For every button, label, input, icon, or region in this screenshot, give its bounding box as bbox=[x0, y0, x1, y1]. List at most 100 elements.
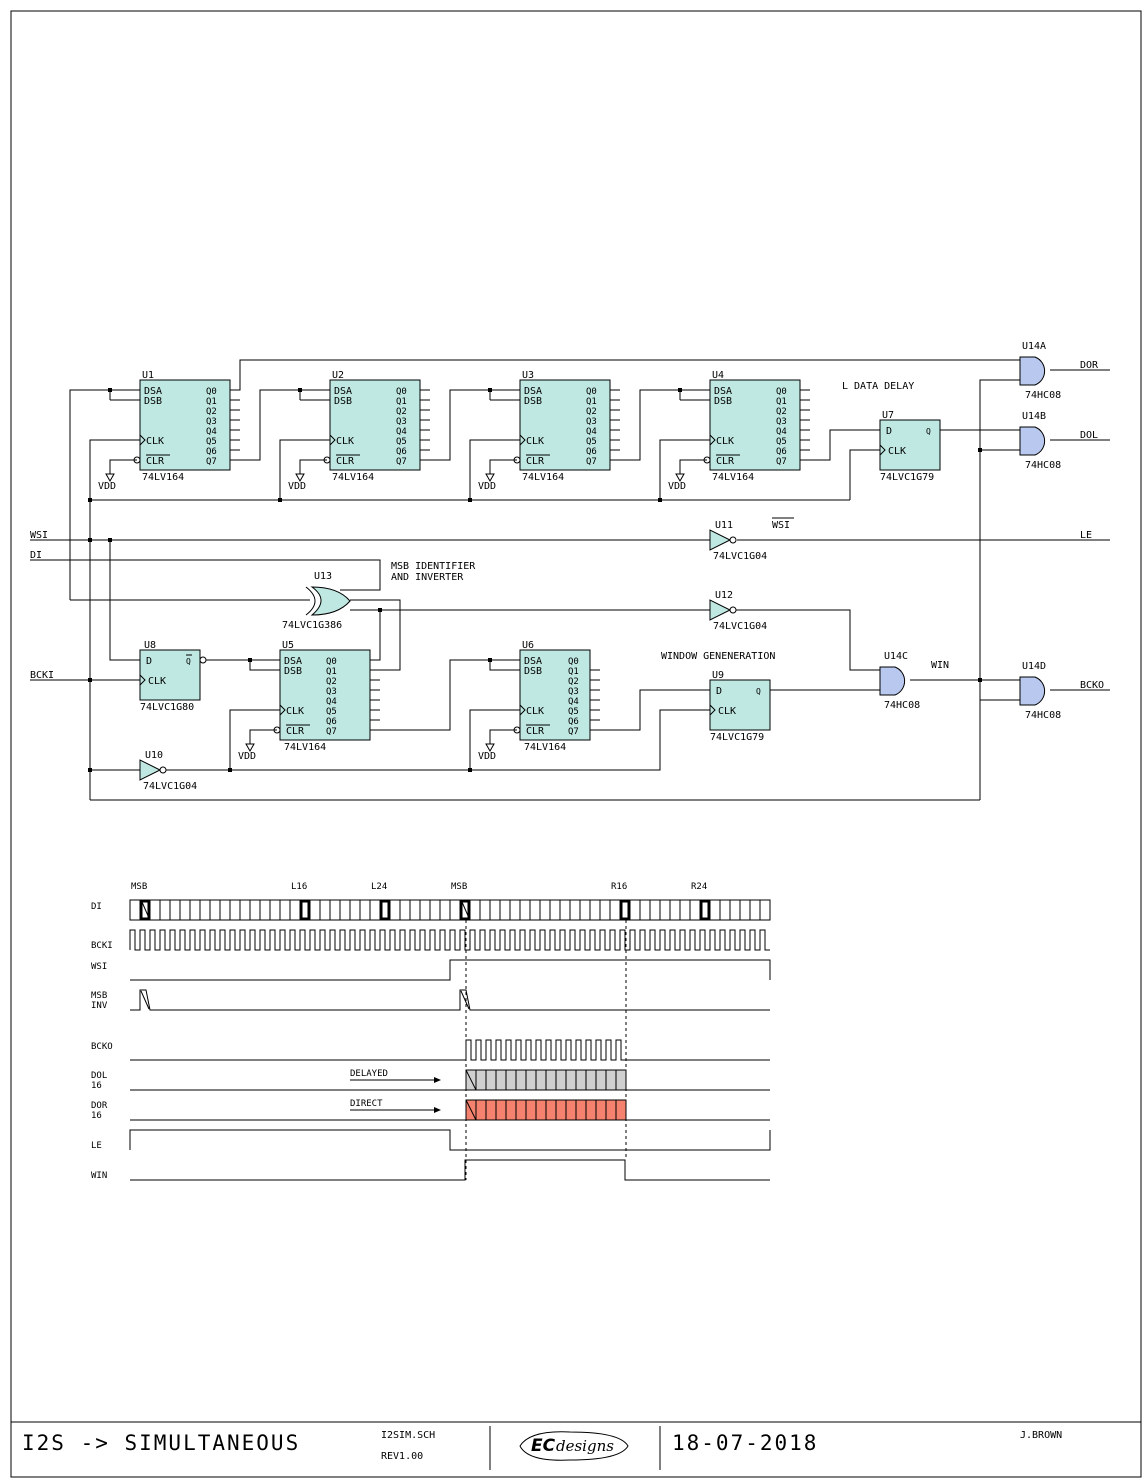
svg-text:Q5: Q5 bbox=[568, 707, 579, 717]
gate-u13[interactable]: U13 74LVC1G386 bbox=[282, 571, 351, 631]
svg-text:Q0: Q0 bbox=[206, 387, 217, 397]
chip-part: 74LV164 bbox=[712, 472, 754, 483]
svg-text:CLR: CLR bbox=[526, 456, 545, 467]
row-label: LE bbox=[91, 1141, 102, 1151]
output-bit-cell bbox=[585, 1069, 597, 1091]
svg-text:74HC08: 74HC08 bbox=[884, 700, 920, 711]
gate-u14d[interactable]: U14D 74HC08 BCKO bbox=[1019, 661, 1104, 721]
svg-text:Q2: Q2 bbox=[776, 407, 787, 417]
svg-text:Q0: Q0 bbox=[568, 657, 579, 667]
gate-u10[interactable]: U10 74LVC1G04 bbox=[139, 750, 197, 792]
svg-text:Q6: Q6 bbox=[326, 717, 337, 727]
svg-text:DSB: DSB bbox=[284, 666, 302, 677]
svg-text:WSI: WSI bbox=[30, 530, 48, 541]
gate-u14a[interactable]: U14A 74HC08 DOR bbox=[1019, 341, 1110, 401]
svg-text:Q6: Q6 bbox=[206, 447, 217, 457]
svg-text:CLR: CLR bbox=[526, 726, 545, 737]
output-bit-cell bbox=[505, 1069, 517, 1091]
output-bit-cell bbox=[605, 1099, 617, 1121]
chip-u9[interactable]: U9 D Q CLK 74LVC1G79 bbox=[709, 670, 771, 743]
svg-text:U14B: U14B bbox=[1022, 411, 1046, 422]
msb-inv-waveform bbox=[130, 989, 770, 1011]
svg-text:Q: Q bbox=[186, 657, 191, 666]
timing-marker: R16 bbox=[611, 882, 627, 892]
svg-text:Q3: Q3 bbox=[326, 687, 337, 697]
svg-text:Q5: Q5 bbox=[776, 437, 787, 447]
output-bit-cell bbox=[565, 1069, 577, 1091]
bcki-waveform bbox=[129, 929, 770, 951]
msb-slash bbox=[465, 1099, 477, 1121]
row-label: 16 bbox=[91, 1081, 102, 1091]
svg-text:U9: U9 bbox=[712, 670, 724, 681]
chip-u8[interactable]: U8 D Q CLK 74LVC1G80 bbox=[139, 640, 207, 713]
svg-text:CLR: CLR bbox=[716, 456, 735, 467]
svg-text:Q4: Q4 bbox=[326, 697, 337, 707]
svg-text:CLR: CLR bbox=[146, 456, 165, 467]
le-waveform bbox=[129, 1129, 771, 1151]
vdd-label: VDD bbox=[288, 481, 306, 492]
svg-text:DSA: DSA bbox=[144, 386, 162, 397]
output-bit-cell bbox=[555, 1099, 567, 1121]
svg-text:U6: U6 bbox=[522, 640, 534, 651]
svg-text:CLK: CLK bbox=[146, 436, 164, 447]
svg-text:Q1: Q1 bbox=[776, 397, 787, 407]
svg-text:U12: U12 bbox=[715, 590, 733, 601]
di-net: DI bbox=[30, 500, 980, 801]
svg-text:Q0: Q0 bbox=[776, 387, 787, 397]
svg-text:74LVC1G386: 74LVC1G386 bbox=[282, 620, 342, 631]
svg-text:Q7: Q7 bbox=[776, 457, 787, 467]
svg-text:Q1: Q1 bbox=[586, 397, 597, 407]
svg-text:Q5: Q5 bbox=[206, 437, 217, 447]
gate-u14b[interactable]: U14B 74HC08 DOL bbox=[1019, 411, 1110, 471]
svg-text:DSB: DSB bbox=[714, 396, 732, 407]
svg-text:CLK: CLK bbox=[336, 436, 354, 447]
dol-cells bbox=[465, 1069, 627, 1091]
svg-text:Q7: Q7 bbox=[206, 457, 217, 467]
chip-u7[interactable]: U7 D Q CLK 74LVC1G79 bbox=[879, 410, 941, 483]
timing-marker: MSB bbox=[131, 882, 147, 892]
gate-u12[interactable]: U12 74LVC1G04 bbox=[709, 590, 767, 632]
svg-text:CLK: CLK bbox=[286, 706, 304, 717]
wsi-net: WSI LE WSI bbox=[30, 517, 1110, 541]
svg-text:D: D bbox=[886, 426, 892, 437]
svg-text:Q4: Q4 bbox=[206, 427, 217, 437]
svg-text:Q1: Q1 bbox=[326, 667, 337, 677]
row-label: DOL bbox=[91, 1071, 107, 1081]
gate-u11[interactable]: U11 74LVC1G04 bbox=[709, 520, 767, 562]
timing-marker: MSB bbox=[451, 882, 467, 892]
chip-ref: U4 bbox=[712, 370, 724, 381]
note-and-inverter: AND INVERTER bbox=[391, 572, 464, 583]
row-label: BCKO bbox=[91, 1042, 113, 1052]
svg-text:Q7: Q7 bbox=[396, 457, 407, 467]
svg-text:Q4: Q4 bbox=[586, 427, 597, 437]
msb-slash bbox=[465, 1069, 477, 1091]
row-label: MSB bbox=[91, 991, 107, 1001]
output-bit-cell bbox=[565, 1099, 577, 1121]
output-bit-cell bbox=[615, 1099, 627, 1121]
svg-text:Q6: Q6 bbox=[396, 447, 407, 457]
svg-text:74LVC1G79: 74LVC1G79 bbox=[710, 732, 764, 743]
svg-text:U11: U11 bbox=[715, 520, 733, 531]
svg-text:DSA: DSA bbox=[714, 386, 732, 397]
vdd-label: VDD bbox=[478, 751, 496, 762]
output-bit-cell bbox=[585, 1099, 597, 1121]
title-block: I2S -> SIMULTANEOUS I2SIM.SCH REV1.00 EC… bbox=[11, 1421, 1141, 1470]
chip-ref: U1 bbox=[142, 370, 154, 381]
gate-u14c[interactable]: U14C 74HC08 WIN bbox=[879, 651, 949, 711]
svg-text:U7: U7 bbox=[882, 410, 894, 421]
svg-text:U10: U10 bbox=[145, 750, 163, 761]
win-waveform bbox=[130, 1159, 770, 1181]
svg-text:Q7: Q7 bbox=[326, 727, 337, 737]
di-bit-ticks bbox=[139, 900, 761, 920]
label-delayed: DELAYED bbox=[350, 1069, 388, 1079]
chip-part: 74LV164 bbox=[332, 472, 374, 483]
svg-text:74HC08: 74HC08 bbox=[1025, 460, 1061, 471]
timing-marker: L24 bbox=[371, 882, 387, 892]
